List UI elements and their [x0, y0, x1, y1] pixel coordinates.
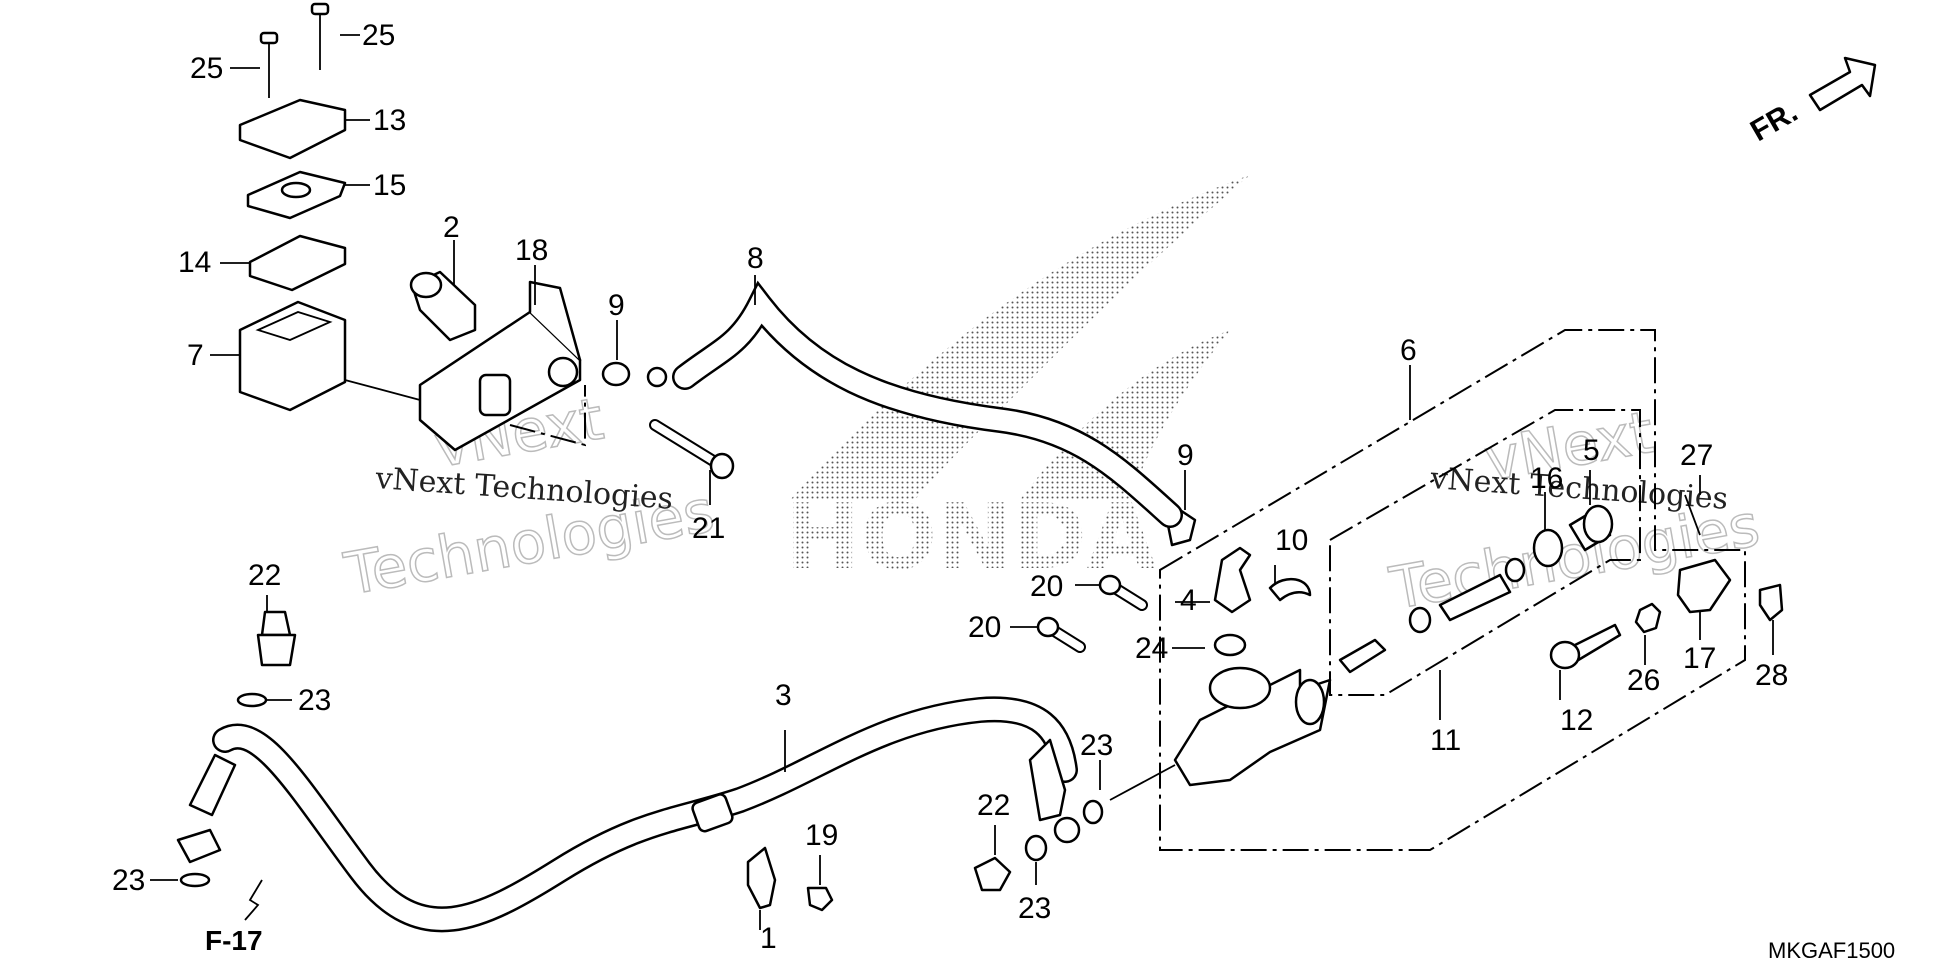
part-number-28: 28 [1755, 659, 1788, 692]
part-number-27: 27 [1680, 439, 1713, 472]
part-number-7: 7 [187, 339, 204, 372]
part-number-1: 1 [760, 922, 777, 955]
part-number-17: 17 [1683, 642, 1716, 675]
part-number-9b: 9 [1177, 439, 1194, 472]
part-number-5: 5 [1583, 434, 1600, 467]
part-number-16: 16 [1530, 462, 1563, 495]
assembly-box-11 [1329, 409, 1641, 696]
pin-27 [1684, 494, 1701, 536]
hose-joint [1213, 546, 1252, 614]
bolt-19 [806, 886, 834, 912]
part-number-4: 4 [1180, 584, 1197, 617]
assembly-box-6 [1159, 329, 1746, 851]
lock-nut [1634, 602, 1662, 634]
bolt-20a [1098, 574, 1148, 611]
part-number-20a: 20 [1030, 570, 1063, 603]
bolt-21 [649, 419, 735, 480]
f17-arrow [244, 879, 263, 921]
reservoir-group-box [509, 385, 586, 447]
screw-25b [310, 2, 330, 70]
part-number-22b: 22 [977, 789, 1010, 822]
brake-hose [212, 696, 1078, 933]
part-number-9a: 9 [608, 289, 625, 322]
part-number-19: 19 [805, 819, 838, 852]
clip [1268, 577, 1312, 602]
reservoir-cap [238, 98, 347, 160]
hose-clamp-9a [601, 361, 631, 387]
hose-clamp [746, 846, 777, 910]
oil-bolt-22b [973, 856, 1012, 892]
spring [1338, 638, 1387, 674]
part-number-21: 21 [692, 512, 725, 545]
diagram-code: MKGAF1500 [1768, 938, 1895, 963]
piston [1438, 573, 1512, 622]
washer-23b [236, 692, 268, 708]
part-number-25a: 25 [190, 52, 223, 85]
honda-logo-watermark: HONDA [785, 175, 1250, 590]
part-number-22a: 22 [248, 559, 281, 592]
washer-23c [1024, 834, 1048, 862]
part-number-20b: 20 [968, 611, 1001, 644]
part-number-2: 2 [443, 211, 460, 244]
part-number-3: 3 [775, 679, 792, 712]
part-number-14: 14 [178, 246, 211, 279]
o-ring [1213, 633, 1247, 657]
part-number-23a: 23 [298, 684, 331, 717]
front-label: FR. [1745, 95, 1803, 148]
leader-lines [150, 34, 1774, 930]
part-number-18: 18 [515, 234, 548, 267]
part-number-11: 11 [1430, 724, 1461, 757]
reservoir [238, 300, 347, 412]
reference-label: F-17 [205, 925, 263, 956]
front-arrow: FR. [1745, 56, 1877, 148]
part-number-labels: 1 2 3 4 5 6 7 8 9 9 10 11 12 13 14 15 16… [112, 19, 1788, 955]
circlip-16 [1532, 528, 1564, 568]
diaphragm [248, 234, 347, 292]
rod-joint [1676, 558, 1732, 614]
part-number-25b: 25 [362, 19, 395, 52]
part-number-13: 13 [373, 104, 406, 137]
part-number-6: 6 [1400, 334, 1417, 367]
part-number-26: 26 [1627, 664, 1660, 697]
oil-bolt-22a [256, 610, 297, 667]
bolt-20b [1036, 616, 1086, 653]
part-number-10: 10 [1275, 524, 1308, 557]
part-number-23d: 23 [1018, 892, 1051, 925]
screw-25a [259, 31, 279, 98]
honda-wordmark: HONDA [785, 485, 1157, 590]
part-number-12: 12 [1560, 704, 1593, 737]
hose-fitting [176, 828, 222, 864]
part-number-15: 15 [373, 169, 406, 202]
part-number-23b: 23 [112, 864, 145, 897]
part-number-8: 8 [747, 242, 764, 275]
part-number-23c: 23 [1080, 729, 1113, 762]
clip-28 [1758, 583, 1784, 622]
part-number-24: 24 [1135, 632, 1168, 665]
